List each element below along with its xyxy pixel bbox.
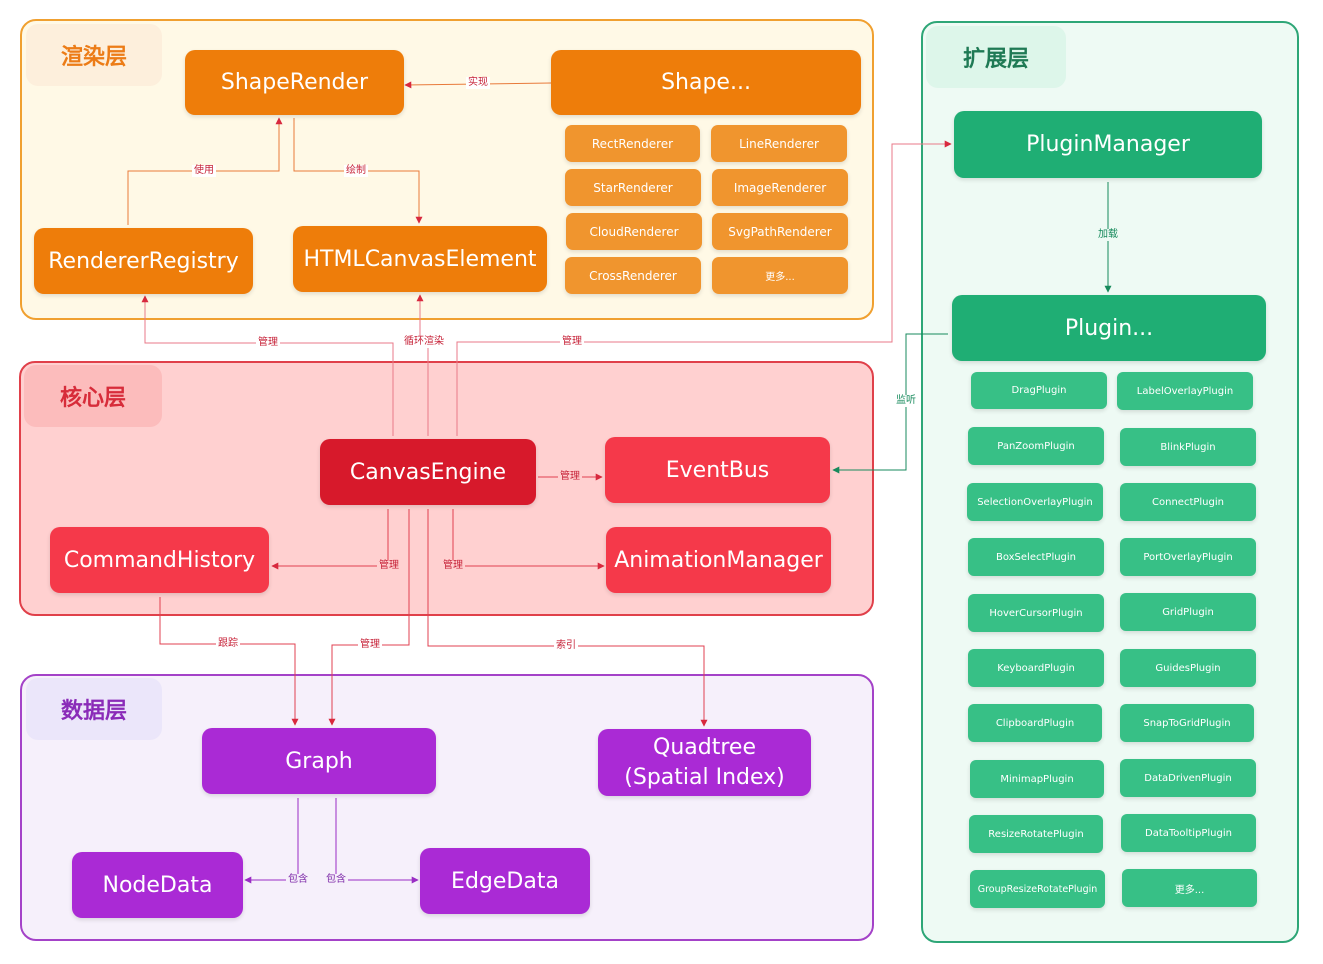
node-plugin-manager: PluginManager bbox=[954, 111, 1262, 178]
plugin-item: HoverCursorPlugin bbox=[968, 594, 1104, 632]
plugin-item: KeyboardPlugin bbox=[968, 649, 1104, 687]
edge-manage-plugin-manager bbox=[456, 140, 952, 436]
node-plugin: Plugin... bbox=[952, 295, 1266, 361]
renderer-item: SvgPathRenderer bbox=[712, 213, 848, 250]
label-contain-nodedata: 包含 bbox=[286, 874, 310, 886]
edge-loop-render bbox=[416, 294, 429, 436]
edge-manage-command-history bbox=[271, 509, 389, 570]
renderer-item: StarRenderer bbox=[565, 169, 701, 206]
renderer-item: CloudRenderer bbox=[566, 213, 702, 250]
renderer-item: ImageRenderer bbox=[712, 169, 848, 206]
plugin-item: 更多... bbox=[1122, 869, 1257, 907]
renderer-item: LineRenderer bbox=[711, 125, 847, 162]
node-renderer-registry: RendererRegistry bbox=[34, 228, 253, 294]
plugin-item: SnapToGridPlugin bbox=[1120, 704, 1254, 742]
edge-contain-edgedata bbox=[335, 798, 419, 884]
label-contain-edgedata: 包含 bbox=[324, 874, 348, 886]
core-layer-title: 核心层 bbox=[24, 365, 162, 427]
node-event-bus: EventBus bbox=[605, 437, 830, 503]
node-html-canvas-element: HTMLCanvasElement bbox=[293, 226, 547, 292]
label-use: 使用 bbox=[192, 165, 216, 177]
plugin-item: ResizeRotatePlugin bbox=[969, 815, 1103, 853]
node-canvas-engine: CanvasEngine bbox=[320, 439, 536, 505]
label-draw: 绘制 bbox=[344, 165, 368, 177]
label-implement: 实现 bbox=[466, 77, 490, 89]
node-node-data: NodeData bbox=[72, 852, 243, 918]
quadtree-title: Quadtree bbox=[653, 734, 756, 760]
plugin-item: DataTooltipPlugin bbox=[1121, 814, 1256, 852]
node-graph: Graph bbox=[202, 728, 436, 794]
plugin-item: BlinkPlugin bbox=[1120, 428, 1256, 466]
label-manage-graph: 管理 bbox=[358, 639, 382, 651]
plugin-item: DataDrivenPlugin bbox=[1120, 759, 1256, 797]
label-manage-eventbus: 管理 bbox=[558, 471, 582, 483]
label-manage-registry: 管理 bbox=[256, 337, 280, 349]
node-command-history: CommandHistory bbox=[50, 527, 269, 593]
renderer-item: CrossRenderer bbox=[565, 257, 701, 294]
plugin-item: GuidesPlugin bbox=[1120, 649, 1256, 687]
plugin-item: SelectionOverlayPlugin bbox=[967, 483, 1103, 521]
label-manage-animation: 管理 bbox=[441, 560, 465, 572]
data-layer-title: 数据层 bbox=[26, 678, 162, 740]
node-shape: Shape... bbox=[551, 50, 861, 115]
label-listen: 监听 bbox=[894, 395, 918, 407]
plugin-item: BoxSelectPlugin bbox=[968, 538, 1104, 576]
edge-manage-registry bbox=[141, 295, 394, 436]
label-manage-command-history: 管理 bbox=[377, 560, 401, 572]
plugin-item: DragPlugin bbox=[971, 372, 1107, 409]
edge-listen bbox=[832, 333, 948, 474]
label-manage-plugin-manager: 管理 bbox=[560, 336, 584, 348]
renderer-item: RectRenderer bbox=[565, 125, 700, 162]
plugin-item: PanZoomPlugin bbox=[968, 427, 1104, 465]
extension-layer-title: 扩展层 bbox=[926, 26, 1066, 88]
plugin-item: ConnectPlugin bbox=[1120, 483, 1256, 521]
edge-contain-nodedata bbox=[244, 798, 299, 884]
label-index: 索引 bbox=[554, 640, 578, 652]
edge-manage-animation bbox=[452, 509, 605, 570]
render-layer-title: 渲染层 bbox=[26, 24, 162, 86]
plugin-item: GroupResizeRotatePlugin bbox=[970, 870, 1105, 908]
plugin-item: LabelOverlayPlugin bbox=[1117, 372, 1253, 410]
quadtree-subtitle: (Spatial Index) bbox=[624, 764, 785, 790]
plugin-item: MinimapPlugin bbox=[970, 760, 1104, 798]
plugin-item: GridPlugin bbox=[1120, 593, 1256, 631]
edge-track bbox=[159, 597, 299, 726]
node-shape-render: ShapeRender bbox=[185, 50, 404, 115]
node-quadtree: Quadtree (Spatial Index) bbox=[598, 729, 811, 796]
node-animation-manager: AnimationManager bbox=[606, 527, 831, 593]
label-loop-render: 循环渲染 bbox=[402, 336, 446, 348]
renderer-item: 更多... bbox=[712, 257, 848, 294]
plugin-item: PortOverlayPlugin bbox=[1120, 538, 1256, 576]
label-track: 跟踪 bbox=[216, 638, 240, 650]
edge-manage-graph bbox=[328, 509, 410, 726]
node-edge-data: EdgeData bbox=[420, 848, 590, 914]
plugin-item: ClipboardPlugin bbox=[968, 704, 1102, 742]
label-load: 加载 bbox=[1096, 229, 1120, 241]
